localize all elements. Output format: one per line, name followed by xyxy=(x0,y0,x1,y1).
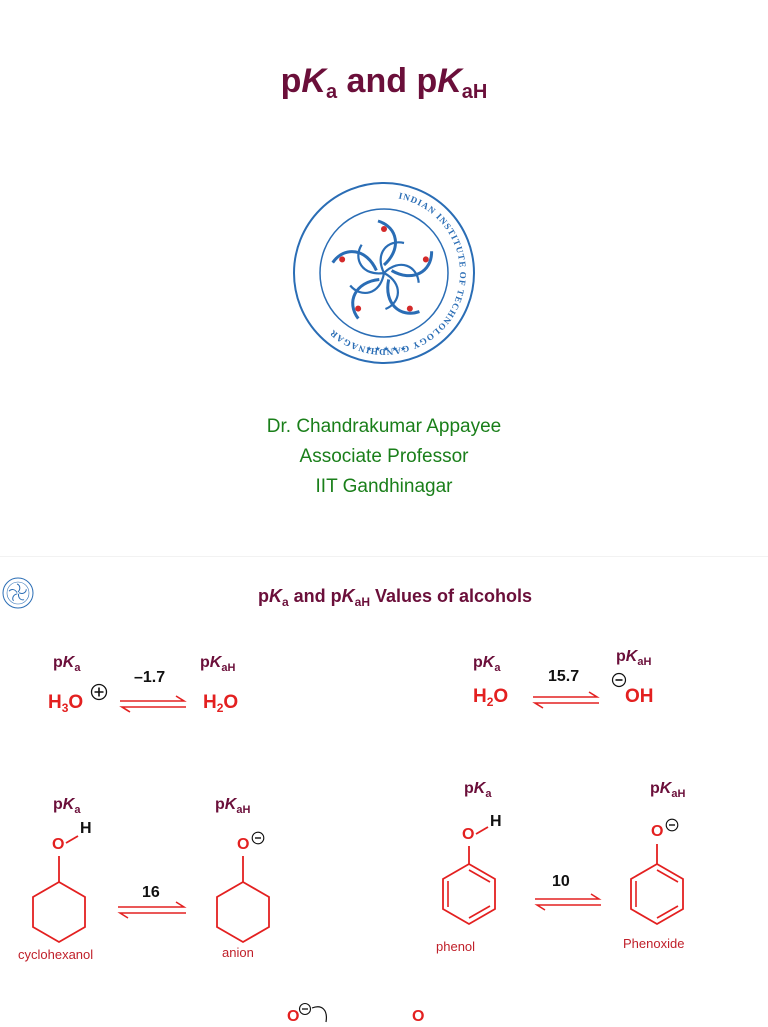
partial-charge-arrow-icon xyxy=(298,1002,332,1023)
eq2-negative-charge-icon xyxy=(611,672,627,688)
eq1-water: H2O xyxy=(203,692,239,715)
eq4-pkah-label: pKaH xyxy=(650,780,686,800)
eq3-pka-label: pKa xyxy=(53,796,81,816)
eq4-value: 10 xyxy=(552,873,570,890)
eq4-acid-hydrogen: H xyxy=(490,813,502,830)
anion-caption: anion xyxy=(222,945,254,960)
eq2-pka-label: pKa xyxy=(473,654,501,674)
eq3-pkah-label: pKaH xyxy=(215,796,251,816)
eq1-pkah-label: pKaH xyxy=(200,654,236,674)
eq3-acid-oxygen: O xyxy=(52,836,65,853)
eq3-value: 16 xyxy=(142,884,160,901)
eq1-hydronium: H3O xyxy=(48,692,84,715)
iit-gandhinagar-logo: INDIAN INSTITUTE OF TECHNOLOGY GANDHINAG… xyxy=(292,181,476,365)
cyclohexanol-structure xyxy=(28,820,98,944)
eq4-acid-oxygen: O xyxy=(462,826,475,843)
eq1-positive-charge-icon xyxy=(90,683,108,701)
svg-text:★ ★ ★ ★ ★: ★ ★ ★ ★ ★ xyxy=(366,345,406,353)
phenoxide-caption: Phenoxide xyxy=(623,936,685,951)
eq3-negative-charge-icon xyxy=(251,831,265,845)
eq4-negative-charge-icon xyxy=(665,818,679,832)
eq2-equilibrium-arrow-icon xyxy=(532,691,600,709)
phenoxide-structure xyxy=(626,812,696,932)
cyclohexanol-caption: cyclohexanol xyxy=(18,947,94,962)
eq4-pka-label: pKa xyxy=(464,780,492,800)
partial-oxygen-left: O xyxy=(287,1008,300,1025)
phenol-caption: phenol xyxy=(436,939,476,954)
phenol-structure xyxy=(438,812,508,932)
slide1-title: pKa and pKaH xyxy=(280,62,488,103)
cyclohexanolate-structure xyxy=(212,820,282,944)
eq2-water: H2O xyxy=(473,686,509,709)
eq2-pkah-label: pKaH xyxy=(616,648,652,668)
eq2-value: 15.7 xyxy=(548,668,580,685)
small-logo-icon xyxy=(2,577,34,609)
eq3-acid-hydrogen: H xyxy=(80,820,92,837)
author-institution: IIT Gandhinagar xyxy=(315,476,453,497)
eq4-base-oxygen: O xyxy=(651,823,664,840)
eq4-equilibrium-arrow-icon xyxy=(534,893,602,911)
slide-divider xyxy=(0,556,768,557)
author-name: Dr. Chandrakumar Appayee xyxy=(266,416,502,437)
slide2-title: pKa and pKaH Values of alcohols xyxy=(257,586,533,609)
eq3-equilibrium-arrow-icon xyxy=(117,901,187,919)
eq1-equilibrium-arrow-icon xyxy=(119,695,187,713)
eq1-value: –1.7 xyxy=(134,669,166,686)
eq3-base-oxygen: O xyxy=(237,836,250,853)
partial-oxygen-right: O xyxy=(412,1008,425,1025)
author-position: Associate Professor xyxy=(299,446,469,467)
eq1-pka-label: pKa xyxy=(53,654,81,674)
eq2-hydroxide: OH xyxy=(625,686,654,707)
